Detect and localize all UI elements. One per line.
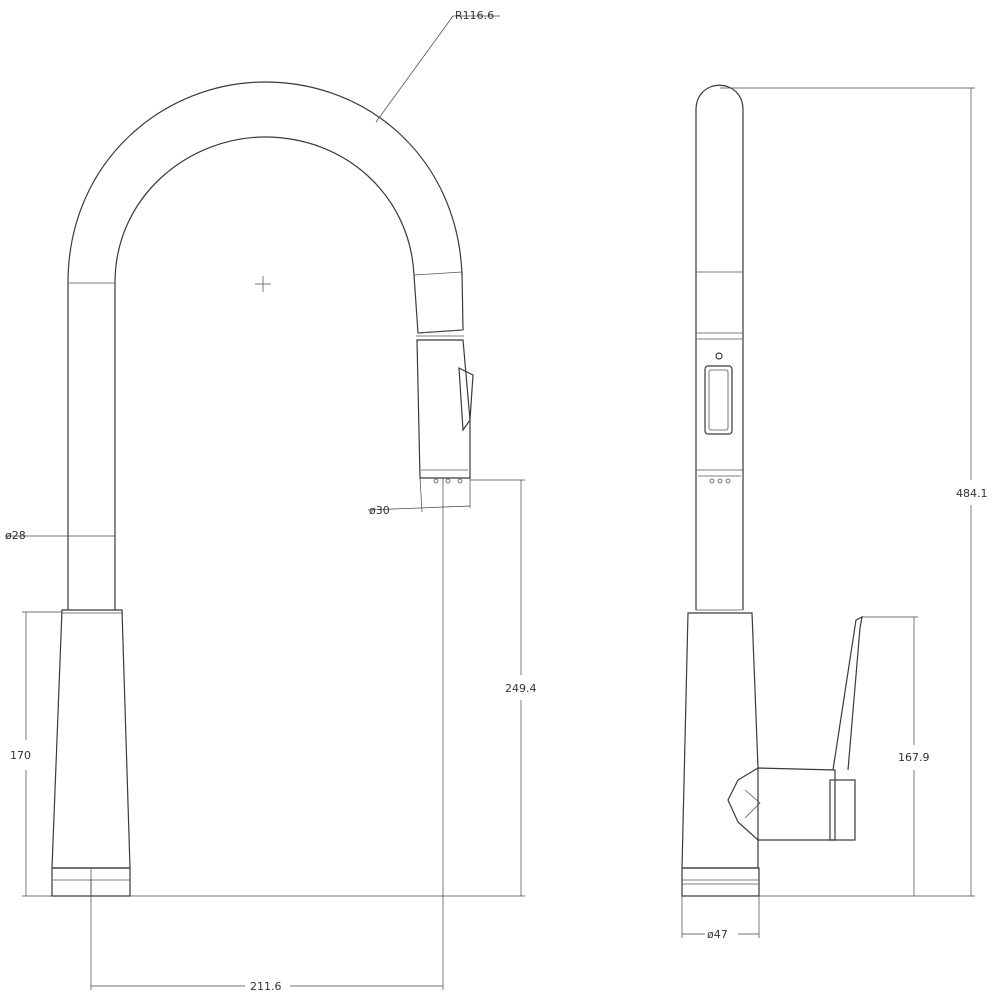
side-body <box>681 612 760 897</box>
side-view: 484.1 167.9 ø47 <box>681 84 988 941</box>
outlet-height-dimension: 249.4 <box>130 479 537 897</box>
lever-height-dimension: 167.9 <box>862 616 930 896</box>
radius-dimension: R116.6 <box>375 9 500 123</box>
tube-diameter-label: ø28 <box>5 529 26 542</box>
outlet-height-label: 249.4 <box>505 682 537 695</box>
lever-height-label: 167.9 <box>898 751 930 764</box>
side-tube <box>695 84 744 610</box>
body-height-label: 170 <box>10 749 31 762</box>
outlet-diameter-dimension: ø30 <box>367 477 471 517</box>
radius-label: R116.6 <box>455 9 494 22</box>
spray-head <box>413 271 474 484</box>
tube-diameter-dimension: ø28 <box>5 529 115 542</box>
gooseneck-inner <box>114 136 415 610</box>
lever-handle <box>727 615 863 841</box>
total-height-label: 484.1 <box>956 487 988 500</box>
front-view: R116.6 ø30 ø28 170 249.4 <box>5 9 537 993</box>
total-height-dimension: 484.1 <box>720 87 988 897</box>
base-diameter-dimension: ø47 <box>681 896 760 941</box>
indicator-dot <box>715 352 723 360</box>
gooseneck-outer <box>67 81 463 610</box>
outlet-diameter-label: ø30 <box>369 504 390 517</box>
base-diameter-label: ø47 <box>707 928 728 941</box>
body-height-dimension: 170 <box>10 611 62 897</box>
reach-label: 211.6 <box>250 980 282 993</box>
faucet-body <box>51 609 131 897</box>
reach-dimension: 211.6 <box>90 478 444 993</box>
spray-button <box>704 365 733 435</box>
